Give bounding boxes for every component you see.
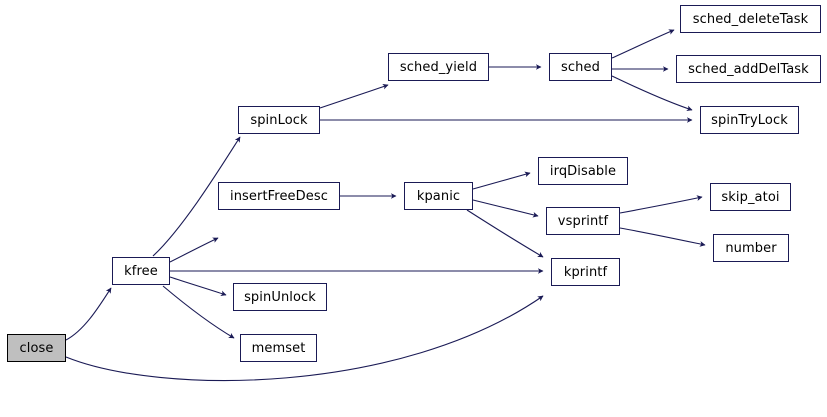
edge-kpanic-to-vsprintf [472,199,539,218]
node-label: insertFreeDesc [230,188,328,204]
edge-sched-to-sched_deleteTask [611,29,675,59]
node-spinLock[interactable]: spinLock [238,106,320,134]
node-label: sched [561,59,600,75]
node-label: memset [251,340,306,356]
node-sched_addDelTask[interactable]: sched_addDelTask [676,55,821,83]
node-number[interactable]: number [713,234,789,262]
node-close[interactable]: close [7,334,66,362]
node-kfree[interactable]: kfree [112,257,170,285]
node-label: sched_deleteTask [692,11,809,27]
node-sched[interactable]: sched [549,53,612,81]
edge-kfree-to-insertFreeDesc [169,237,219,263]
node-label: kpanic [416,188,461,204]
node-label: kprintf [563,264,608,280]
edge-spinLock-to-sched_yield [319,83,389,109]
node-vsprintf[interactable]: vsprintf [546,207,620,235]
node-label: skip_atoi [721,189,780,205]
edge-vsprintf-to-number [619,227,706,247]
node-label: spinLock [250,112,308,128]
node-kprintf[interactable]: kprintf [551,258,620,286]
node-label: sched_yield [399,59,478,75]
node-label: vsprintf [557,213,609,229]
node-label: kfree [124,263,158,279]
edge-vsprintf-to-skip_atoi [619,195,703,214]
node-spinTryLock[interactable]: spinTryLock [700,106,799,134]
node-label: number [725,240,777,256]
node-skip_atoi[interactable]: skip_atoi [710,183,791,211]
node-label: sched_addDelTask [688,61,809,77]
node-irqDisable[interactable]: irqDisable [538,157,628,185]
edge-kpanic-to-kprintf [466,209,544,258]
node-label: close [19,340,54,356]
node-spinUnlock[interactable]: spinUnlock [233,283,327,311]
edge-kpanic-to-irqDisable [472,171,531,190]
node-sched_deleteTask[interactable]: sched_deleteTask [680,5,821,33]
node-insertFreeDesc[interactable]: insertFreeDesc [218,182,340,210]
node-label: irqDisable [549,163,617,179]
node-label: spinUnlock [244,289,316,305]
node-memset[interactable]: memset [240,334,317,362]
node-label: spinTryLock [711,112,788,128]
edge-kfree-to-memset [162,285,235,339]
edge-kfree-to-spinUnlock [169,276,227,297]
edge-close-to-kfree [65,287,112,341]
node-kpanic[interactable]: kpanic [404,182,473,210]
node-sched_yield[interactable]: sched_yield [388,53,489,81]
edge-group [65,29,706,382]
